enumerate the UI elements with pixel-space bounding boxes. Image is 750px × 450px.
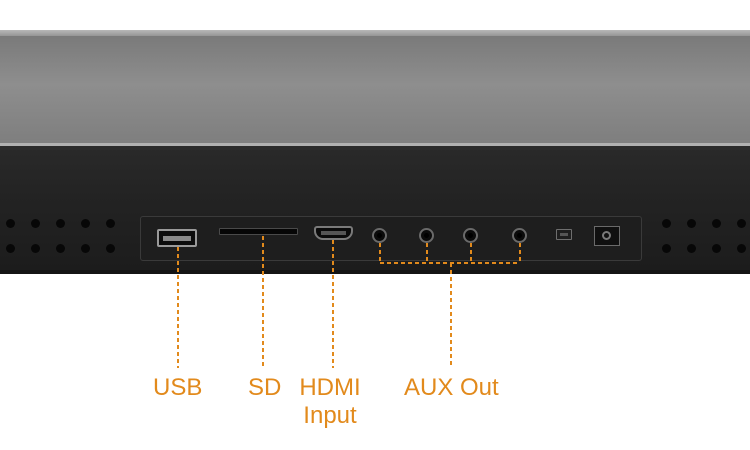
aux-jack-2: [419, 228, 434, 243]
bottom-edge: [0, 270, 750, 274]
small-switch: [556, 229, 572, 240]
hdmi-pins: [321, 231, 346, 235]
dc-power-jack: [594, 226, 620, 246]
usb-tongue: [163, 236, 191, 241]
aux-out-label: AUX Out: [404, 374, 499, 401]
usb-label: USB: [153, 374, 203, 401]
top-housing: [0, 36, 750, 144]
top-edge: [0, 30, 750, 38]
aux-jack-4: [512, 228, 527, 243]
port-panel: [140, 216, 642, 261]
hdmi-port: [314, 226, 353, 240]
hdmi-label-line1: HDMI: [299, 374, 361, 401]
hdmi-label-line2: Input: [303, 402, 357, 429]
aux-jack-1: [372, 228, 387, 243]
aux-jack-3: [463, 228, 478, 243]
sd-card-slot: [219, 228, 298, 235]
sd-label: SD: [248, 374, 282, 401]
usb-port: [157, 229, 197, 247]
device-rear-panel: [0, 30, 750, 274]
housing-seam: [0, 143, 750, 146]
hdmi-label: HDMI Input: [298, 374, 362, 430]
